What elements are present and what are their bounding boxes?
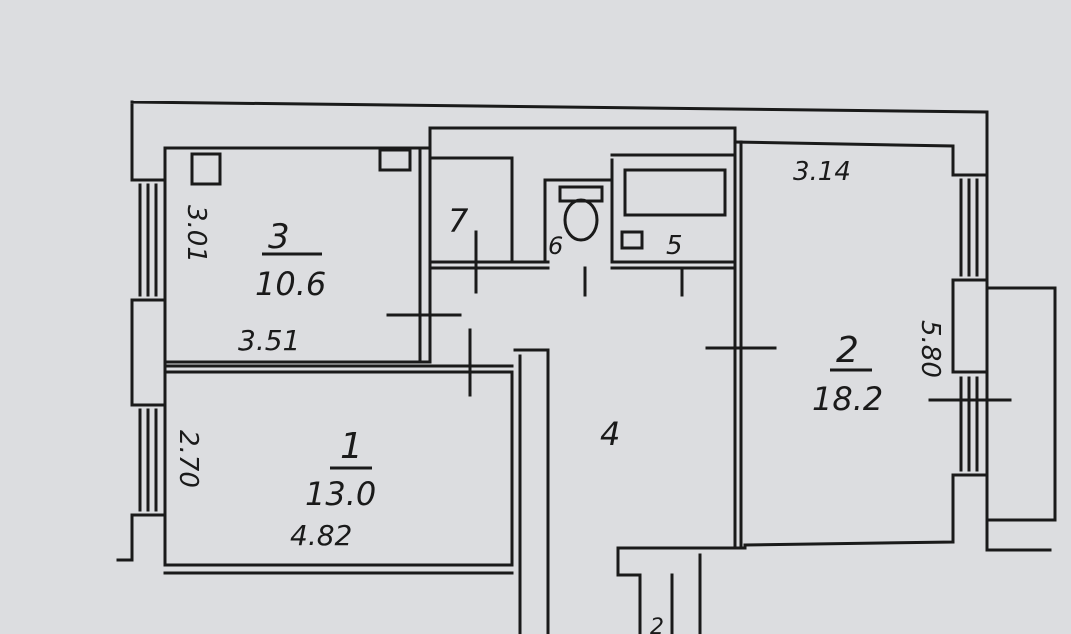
room-2-width: 3.14 [793, 157, 851, 187]
wall-room3-room1 [163, 364, 514, 374]
fraction-bars [262, 252, 872, 470]
room-7-number: 7 [448, 202, 469, 240]
stove-icon [190, 152, 222, 186]
room-5-number: 5 [666, 231, 683, 261]
outer-wall-inner [163, 140, 955, 547]
sink [620, 230, 644, 250]
room-7-walls [428, 156, 550, 270]
room-1-depth: 2.70 [173, 430, 203, 488]
room-3-area: 10.6 [255, 265, 326, 303]
window-left-bottom [130, 403, 167, 517]
window-left-top [130, 178, 167, 302]
window-right-top [951, 173, 989, 282]
corridor-wall [513, 348, 550, 634]
radiator-icon [378, 148, 412, 172]
window-right-bottom [951, 370, 989, 477]
wall-left-middle [130, 298, 167, 407]
walls [116, 100, 1057, 634]
room-1-area: 13.0 [305, 475, 376, 513]
room-labels: 3 10.6 3.51 3.01 1 13.0 4.82 2.70 2 18.2… [173, 157, 945, 634]
bathroom-walls [543, 153, 737, 270]
room-2-walls [733, 140, 743, 547]
stair-mark: 2 [650, 615, 664, 634]
bathtub [623, 168, 727, 217]
room-1-width: 4.82 [290, 519, 352, 552]
door-ticks [386, 230, 1012, 402]
balcony [985, 286, 1057, 522]
top-wall-band [428, 126, 737, 150]
room-4-number: 4 [600, 415, 620, 453]
room-2-depth: 5.80 [915, 320, 945, 378]
toilet-bowl [563, 198, 599, 242]
room-6-number: 6 [548, 232, 563, 260]
room-3-depth: 3.01 [181, 205, 211, 263]
wall-right-middle [951, 278, 989, 547]
landing-walls [616, 546, 747, 634]
room-3-width: 3.51 [238, 324, 300, 357]
room-2-number: 2 [836, 330, 859, 371]
room-3-number: 3 [268, 217, 290, 257]
room-1-number: 1 [340, 426, 363, 467]
outer-wall-outline [116, 100, 1052, 562]
room-2-area: 18.2 [812, 380, 883, 418]
